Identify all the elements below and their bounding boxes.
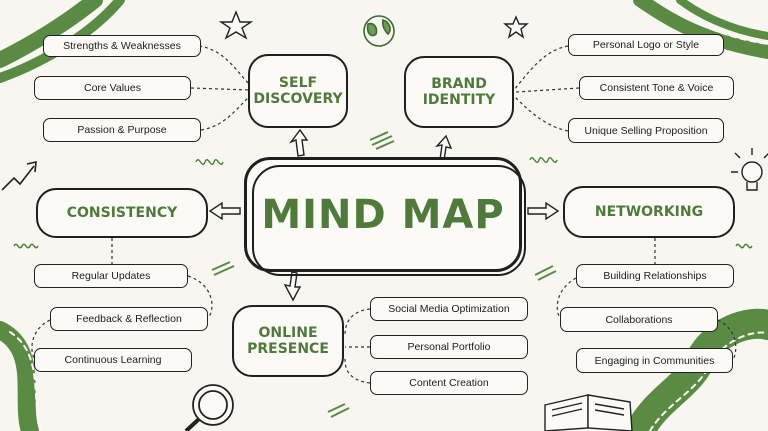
hub-networking[interactable]: NETWORKING [563,186,735,238]
node-consistent-tone[interactable]: Consistent Tone & Voice [579,76,734,100]
node-personal-logo[interactable]: Personal Logo or Style [568,34,724,56]
vine-decoration-bottom-right [625,308,768,431]
hub-label-line2: PRESENCE [247,341,329,357]
arrow-icon [208,201,241,221]
vine-decoration-bottom-left [0,321,43,431]
node-collaborations[interactable]: Collaborations [560,307,718,332]
node-personal-portfolio[interactable]: Personal Portfolio [370,335,528,359]
connectors-self-discovery [190,45,253,131]
zigzag-arrow-icon [1,160,37,191]
vine-decoration-top-right [633,0,768,59]
arrow-icon [288,128,309,157]
hub-label-line1: BRAND [431,75,487,92]
node-content-creation[interactable]: Content Creation [370,371,528,395]
node-engaging-communities[interactable]: Engaging in Communities [576,348,733,373]
node-feedback-reflection[interactable]: Feedback & Reflection [50,307,208,331]
node-continuous-learning[interactable]: Continuous Learning [34,348,192,372]
star-icon [218,10,254,40]
hub-label-line1: ONLINE [258,324,318,341]
node-strengths-weaknesses[interactable]: Strengths & Weaknesses [43,35,201,57]
magnifier-icon [184,384,234,431]
connectors-brand-identity [513,45,580,132]
hub-consistency[interactable]: CONSISTENCY [36,188,208,238]
arrow-icon [283,271,302,302]
book-icon [544,394,633,431]
connectors-consistency [31,238,213,359]
hub-label: CONSISTENCY [66,204,178,221]
node-core-values[interactable]: Core Values [34,76,191,100]
hub-label-line2: IDENTITY [422,92,496,108]
node-passion-purpose[interactable]: Passion & Purpose [43,118,201,142]
hub-label: NETWORKING [594,203,704,220]
node-social-media[interactable]: Social Media Optimization [370,297,528,321]
lightbulb-icon [731,148,768,191]
hub-label-line1: SELF [278,74,318,91]
hub-self-discovery[interactable]: SELF DISCOVERY [248,54,348,128]
node-building-relationships[interactable]: Building Relationships [576,264,734,288]
decorative-squiggle [13,157,753,249]
arrow-icon [527,201,560,221]
globe-icon [363,15,395,47]
hub-online-presence[interactable]: ONLINE PRESENCE [232,305,344,377]
star-icon [503,15,529,39]
arrow-icons [208,128,560,302]
decorative-hatch [211,131,557,418]
node-unique-selling[interactable]: Unique Selling Proposition [568,118,724,143]
node-regular-updates[interactable]: Regular Updates [34,264,188,288]
hub-label-line2: DISCOVERY [253,91,343,107]
hub-brand-identity[interactable]: BRAND IDENTITY [404,56,514,128]
connectors-online-presence [344,308,371,384]
mind-map-title: MIND MAP [261,191,505,238]
connectors-networking [556,238,737,361]
mind-map-center: MIND MAP [244,157,526,276]
